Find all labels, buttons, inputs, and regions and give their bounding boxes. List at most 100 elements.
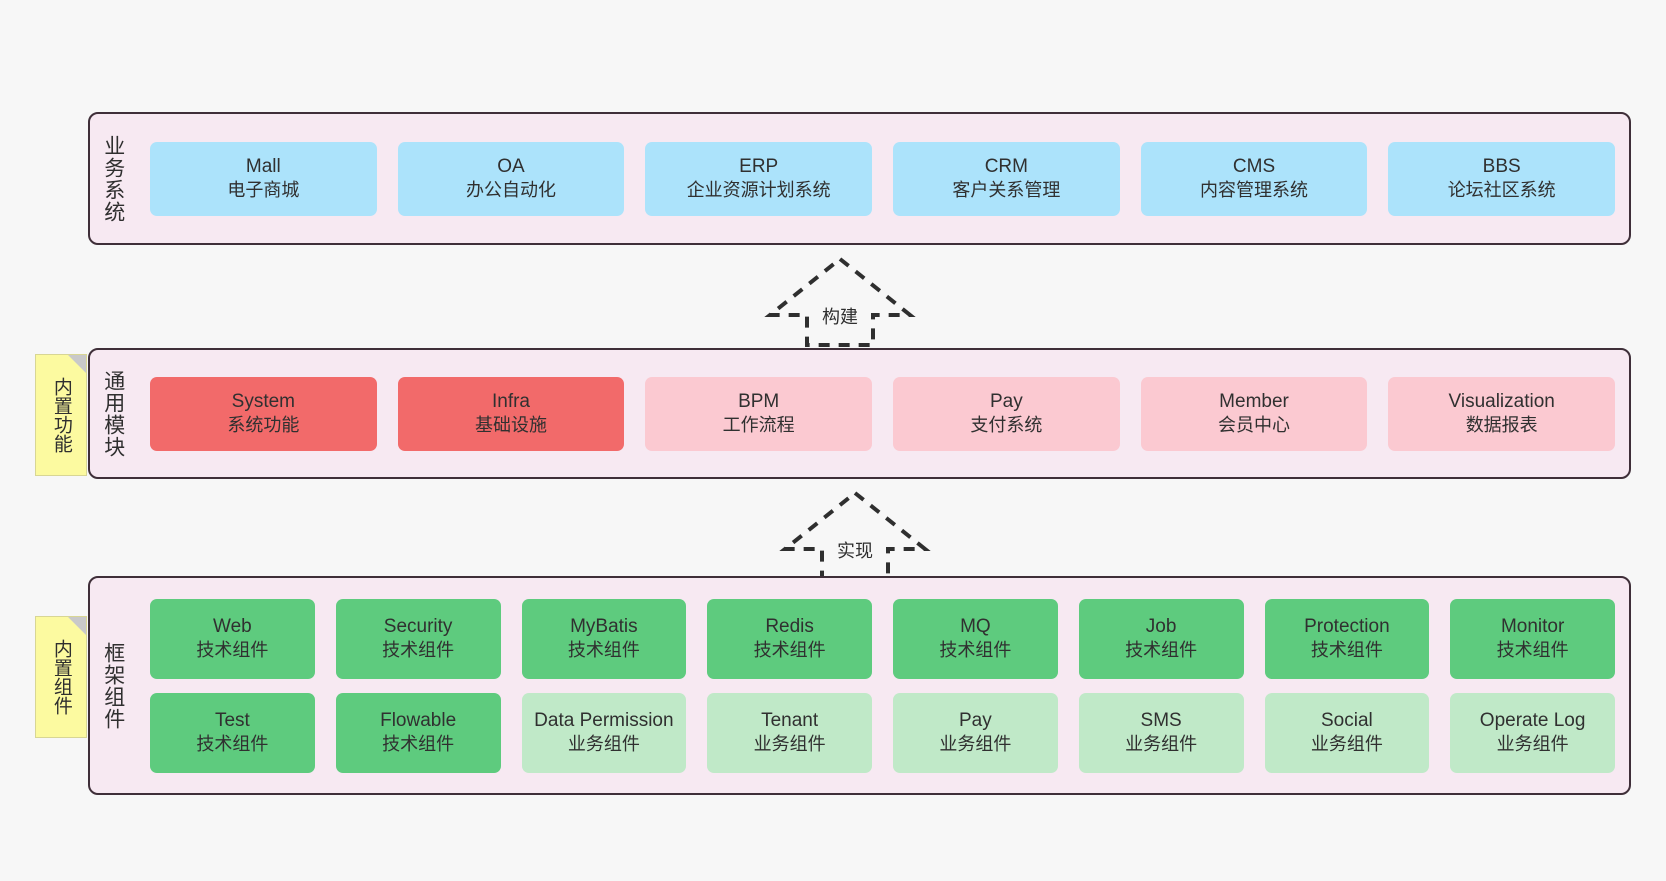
layer-framework-components: 框架组件 Web 技术组件 Security 技术组件 MyBatis 技术组件… (88, 576, 1631, 795)
card-operate-log-sub: 业务组件 (1496, 734, 1569, 755)
card-mq[interactable]: MQ 技术组件 (893, 598, 1058, 679)
layer-business-row: Mall 电子商城 OA 办公自动化 ERP 企业资源计划系统 CRM 客户关系… (150, 141, 1616, 216)
card-cms[interactable]: CMS 内容管理系统 (1140, 141, 1368, 216)
card-web[interactable]: Web 技术组件 (150, 598, 315, 679)
arrow-realize: 实现 (765, 487, 945, 583)
card-mybatis-sub: 技术组件 (567, 640, 640, 661)
card-social[interactable]: Social 业务组件 (1264, 692, 1430, 773)
card-infra[interactable]: Infra 基础设施 (397, 376, 625, 451)
card-monitor-sub: 技术组件 (1496, 640, 1569, 661)
arrow-build: 构建 (750, 253, 930, 349)
card-pay-component-sub: 业务组件 (939, 734, 1012, 755)
card-pay-module-title: Pay (989, 391, 1023, 413)
card-bpm[interactable]: BPM 工作流程 (645, 376, 873, 451)
card-sms-sub: 业务组件 (1125, 734, 1198, 755)
card-test[interactable]: Test 技术组件 (150, 692, 315, 773)
card-pay-module[interactable]: Pay 支付系统 (893, 376, 1120, 451)
card-crm[interactable]: CRM 客户关系管理 (893, 141, 1120, 216)
card-crm-title: CRM (984, 156, 1028, 178)
card-mall-title: Mall (245, 156, 281, 178)
card-web-title: Web (213, 616, 252, 638)
card-tenant[interactable]: Tenant 业务组件 (707, 692, 872, 773)
card-mq-sub: 技术组件 (939, 640, 1012, 661)
layer-framework-row-tech: Web 技术组件 Security 技术组件 MyBatis 技术组件 Redi… (150, 598, 1615, 679)
card-visualization[interactable]: Visualization 数据报表 (1388, 376, 1616, 451)
card-monitor[interactable]: Monitor 技术组件 (1450, 598, 1615, 679)
card-member-sub: 会员中心 (1218, 415, 1291, 436)
card-pay-component-title: Pay (959, 710, 992, 732)
card-bbs[interactable]: BBS 论坛社区系统 (1388, 141, 1616, 216)
card-operate-log[interactable]: Operate Log 业务组件 (1450, 692, 1615, 773)
card-member[interactable]: Member 会员中心 (1140, 376, 1368, 451)
card-monitor-title: Monitor (1500, 616, 1565, 638)
card-job-title: Job (1145, 616, 1177, 638)
note-builtin-functions: 内置功能 (35, 354, 87, 476)
layer-framework-body: Web 技术组件 Security 技术组件 MyBatis 技术组件 Redi… (136, 578, 1629, 793)
card-visualization-sub: 数据报表 (1465, 415, 1538, 436)
arrow-build-icon (764, 256, 916, 347)
card-pay-component[interactable]: Pay 业务组件 (893, 692, 1058, 773)
card-erp[interactable]: ERP 企业资源计划系统 (645, 141, 873, 216)
card-bpm-sub: 工作流程 (722, 415, 795, 436)
card-security-title: Security (383, 616, 453, 638)
card-system[interactable]: System 系统功能 (150, 376, 377, 451)
card-flowable-sub: 技术组件 (382, 734, 455, 755)
card-protection-title: Protection (1304, 616, 1390, 638)
card-pay-module-sub: 支付系统 (970, 415, 1043, 436)
card-tenant-sub: 业务组件 (753, 734, 826, 755)
card-mq-title: MQ (960, 616, 991, 638)
card-crm-sub: 客户关系管理 (952, 180, 1061, 201)
card-flowable-title: Flowable (380, 710, 457, 732)
note-builtin-components-text: 内置组件 (50, 639, 72, 715)
card-member-title: Member (1219, 391, 1289, 413)
card-job[interactable]: Job 技术组件 (1078, 598, 1244, 679)
card-erp-title: ERP (739, 156, 779, 178)
card-test-sub: 技术组件 (196, 734, 269, 755)
card-system-title: System (231, 391, 296, 413)
layer-business-label: 业务系统 (101, 134, 125, 223)
card-erp-sub: 企业资源计划系统 (686, 180, 831, 201)
card-redis-sub: 技术组件 (753, 640, 826, 661)
layer-modules-row: System 系统功能 Infra 基础设施 BPM 工作流程 Pay 支付系统… (150, 376, 1616, 451)
card-mall[interactable]: Mall 电子商城 (150, 141, 377, 216)
card-sms[interactable]: SMS 业务组件 (1078, 692, 1244, 773)
note-builtin-components: 内置组件 (35, 616, 87, 738)
layer-modules-body: System 系统功能 Infra 基础设施 BPM 工作流程 Pay 支付系统… (136, 350, 1629, 477)
card-oa[interactable]: OA 办公自动化 (397, 141, 625, 216)
card-security-sub: 技术组件 (382, 640, 455, 661)
card-oa-sub: 办公自动化 (466, 180, 556, 201)
card-flowable[interactable]: Flowable 技术组件 (335, 692, 501, 773)
card-infra-title: Infra (491, 391, 531, 413)
card-mybatis[interactable]: MyBatis 技术组件 (521, 598, 687, 679)
card-security[interactable]: Security 技术组件 (335, 598, 501, 679)
card-job-sub: 技术组件 (1125, 640, 1198, 661)
layer-business-systems: 业务系统 Mall 电子商城 OA 办公自动化 ERP 企业资源计划系统 CRM… (88, 112, 1631, 245)
card-system-sub: 系统功能 (227, 415, 300, 436)
layer-modules-label: 通用模块 (101, 369, 125, 458)
card-data-permission-sub: 业务组件 (567, 734, 640, 755)
card-data-permission[interactable]: Data Permission 业务组件 (521, 692, 687, 773)
card-cms-title: CMS (1232, 156, 1276, 178)
layer-framework-label: 框架组件 (101, 641, 125, 730)
layer-business-body: Mall 电子商城 OA 办公自动化 ERP 企业资源计划系统 CRM 客户关系… (136, 114, 1629, 243)
card-social-title: Social (1321, 710, 1373, 732)
card-protection-sub: 技术组件 (1310, 640, 1383, 661)
card-operate-log-title: Operate Log (1479, 710, 1586, 732)
card-redis-title: Redis (765, 616, 814, 638)
card-tenant-title: Tenant (761, 710, 819, 732)
card-redis[interactable]: Redis 技术组件 (707, 598, 872, 679)
card-protection[interactable]: Protection 技术组件 (1264, 598, 1430, 679)
card-data-permission-title: Data Permission (534, 710, 674, 732)
card-infra-sub: 基础设施 (475, 415, 547, 436)
card-sms-title: SMS (1140, 710, 1182, 732)
card-test-title: Test (214, 710, 250, 732)
card-web-sub: 技术组件 (196, 640, 269, 661)
card-visualization-title: Visualization (1448, 391, 1555, 413)
arrow-realize-icon (779, 490, 931, 581)
layer-framework-row-business: Test 技术组件 Flowable 技术组件 Data Permission … (150, 692, 1615, 773)
card-social-sub: 业务组件 (1310, 734, 1383, 755)
layer-common-modules: 通用模块 System 系统功能 Infra 基础设施 BPM 工作流程 Pay… (88, 348, 1631, 479)
card-mybatis-title: MyBatis (570, 616, 638, 638)
card-bbs-title: BBS (1482, 156, 1521, 178)
card-oa-title: OA (497, 156, 525, 178)
